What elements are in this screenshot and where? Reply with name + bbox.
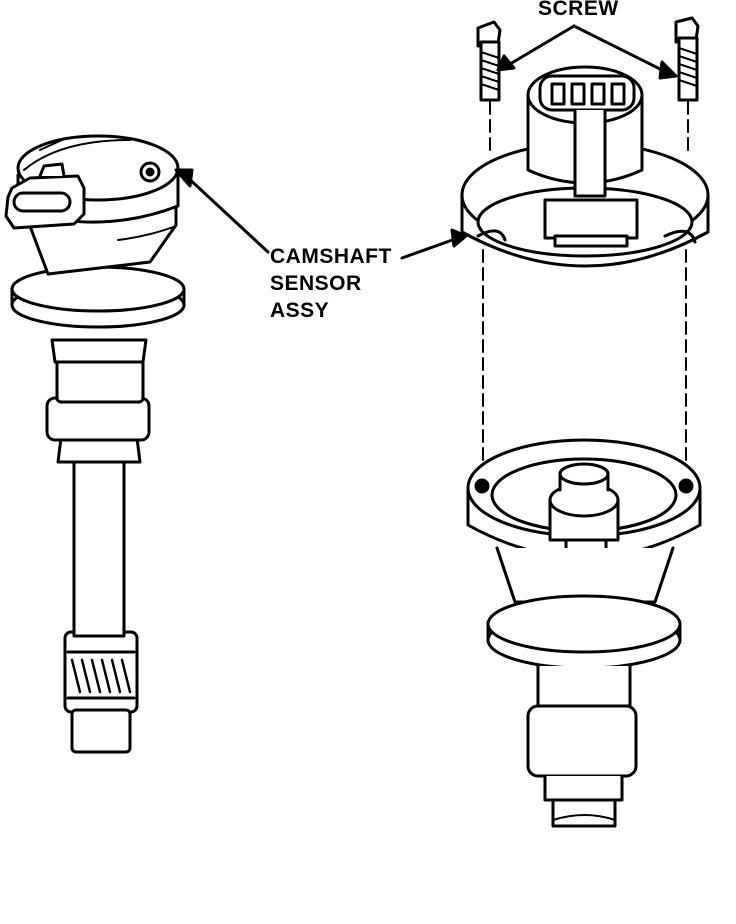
assembled-distributor [4,134,186,754]
distributor-housing [466,438,702,828]
camshaft-sensor-label: CAMSHAFT SENSOR ASSY [270,243,392,324]
drive-gear [63,630,139,754]
screw-right [674,16,700,102]
screw-leader-arrows [496,24,678,80]
lower-hub [45,338,151,464]
drive-shaft [72,454,126,638]
camshaft-sensor-assy [460,65,710,268]
camshaft-sensor-label-line-1: CAMSHAFT [270,245,392,268]
alignment-lines [482,101,689,481]
exploded-distributor [460,16,710,828]
camshaft-sensor-label-line-3: ASSY [270,299,330,322]
electrical-connector [4,162,86,230]
mounting-flange [10,265,186,329]
camshaft-sensor-leaders [174,168,468,260]
screw-left [476,20,502,102]
camshaft-sensor-label-line-2: SENSOR [270,272,362,295]
screw-label: SCREW [538,0,619,20]
